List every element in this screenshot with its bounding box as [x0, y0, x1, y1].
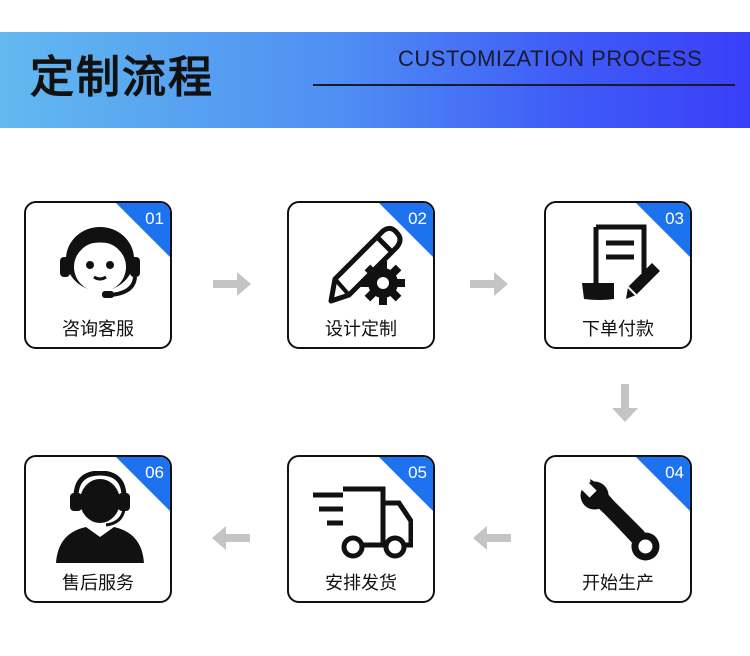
step-number: 03 — [665, 209, 684, 228]
arrow-right-icon — [470, 272, 508, 296]
step-number: 02 — [408, 209, 427, 228]
step-card-06: 06 售后服务 — [24, 455, 172, 603]
step-card-04: 04 开始生产 — [544, 455, 692, 603]
step-label: 咨询客服 — [62, 319, 134, 340]
customer-service-icon — [60, 227, 140, 298]
arrow-down-icon — [612, 384, 638, 422]
step-label: 下单付款 — [582, 319, 654, 340]
step-number: 05 — [408, 463, 427, 482]
subtitle-underline — [313, 84, 735, 86]
step-card-01: 01 咨询客服 — [24, 201, 172, 349]
page-subtitle: CUSTOMIZATION PROCESS — [398, 46, 703, 71]
header-banner — [0, 32, 750, 128]
design-pen-gear-icon — [328, 225, 405, 305]
delivery-truck-icon — [313, 486, 413, 559]
page-title: 定制流程 — [30, 52, 214, 103]
order-document-icon — [582, 224, 660, 300]
arrow-left-icon — [212, 526, 250, 550]
wrench-screwdriver-icon — [579, 479, 660, 561]
step-card-02: 02 设计定制 — [287, 201, 435, 349]
step-label: 售后服务 — [62, 573, 134, 594]
step-label: 安排发货 — [325, 573, 397, 594]
number-badge — [636, 457, 690, 511]
step-number: 04 — [665, 463, 684, 482]
step-number: 06 — [145, 463, 164, 482]
step-card-05: 05 安排发货 — [287, 455, 435, 603]
step-label: 设计定制 — [325, 319, 397, 340]
arrow-right-icon — [213, 272, 251, 296]
headset-agent-icon — [56, 471, 144, 563]
step-label: 开始生产 — [582, 573, 654, 594]
step-number: 01 — [145, 209, 164, 228]
arrow-left-icon — [473, 526, 511, 550]
step-card-03: 03 下单付款 — [544, 201, 692, 349]
